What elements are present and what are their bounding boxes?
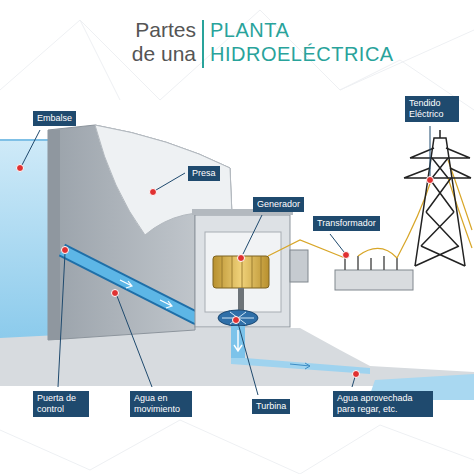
machine-room <box>205 232 281 312</box>
leader-line <box>243 215 262 254</box>
water-surface <box>0 139 50 141</box>
transformer-platform <box>335 270 413 290</box>
callout-box: Embalse <box>33 111 76 126</box>
pylon-symbol <box>404 130 471 266</box>
insulators <box>345 256 397 270</box>
callout-label: Puerta de control <box>37 393 85 415</box>
callout-label: Presa <box>192 168 216 179</box>
callout-label: Embalse <box>37 113 72 124</box>
heading-label: Partes de una <box>110 18 196 66</box>
flow-arrow <box>160 300 172 308</box>
leader-line <box>330 234 344 252</box>
callout-dot <box>353 371 360 378</box>
leader-lines <box>22 126 430 395</box>
callout-dots <box>17 165 434 378</box>
callout-label: Agua aprovechada para regar, etc. <box>337 393 429 415</box>
title-text: PLANTA HIDROELÉCTRICA <box>210 18 450 66</box>
turbine-blades <box>222 312 254 324</box>
callout-dot <box>150 189 157 196</box>
pylon-arms <box>404 148 471 178</box>
callout-dot <box>62 247 69 254</box>
callout-dot <box>238 255 245 262</box>
leader-line <box>22 130 40 165</box>
reservoir-water <box>0 140 52 338</box>
callout-box: Puerta de control <box>33 391 89 417</box>
background-pattern <box>0 10 474 474</box>
callout-dot <box>233 317 240 324</box>
leader-line <box>117 296 152 387</box>
leader-line <box>430 126 431 177</box>
pattern-line <box>0 10 474 100</box>
callout-dot <box>17 165 24 172</box>
callout-label: Generador <box>257 199 300 210</box>
tailrace-arrow <box>290 363 310 369</box>
leader-line <box>156 173 185 190</box>
leader-line <box>238 323 258 395</box>
title-divider <box>202 20 204 68</box>
flow-arrow <box>120 280 132 288</box>
pylon-braces <box>415 130 465 266</box>
callout-box: Presa <box>188 166 220 181</box>
callout-box: Agua en movimiento <box>130 391 192 417</box>
leader-line <box>58 253 65 387</box>
callout-box: Tendido Eléctrico <box>405 96 459 122</box>
transformer-box <box>290 250 308 282</box>
callout-dot <box>427 177 434 184</box>
callout-label: Turbina <box>256 401 286 412</box>
callout-label: Agua en movimiento <box>134 393 188 415</box>
dam-front <box>48 130 60 340</box>
callout-box: Transformador <box>313 216 380 231</box>
callout-label: Tendido Eléctrico <box>409 98 455 120</box>
callout-box: Turbina <box>252 399 290 414</box>
callout-label: Transformador <box>317 218 376 229</box>
powerhouse <box>195 215 290 327</box>
callout-box: Agua aprovechada para regar, etc. <box>333 391 433 417</box>
generator-shaft <box>238 288 244 310</box>
callout-box: Generador <box>253 197 304 212</box>
leader-line <box>352 377 355 387</box>
pattern-line <box>0 420 474 474</box>
callout-dot <box>112 290 119 297</box>
callout-dot <box>343 252 350 259</box>
